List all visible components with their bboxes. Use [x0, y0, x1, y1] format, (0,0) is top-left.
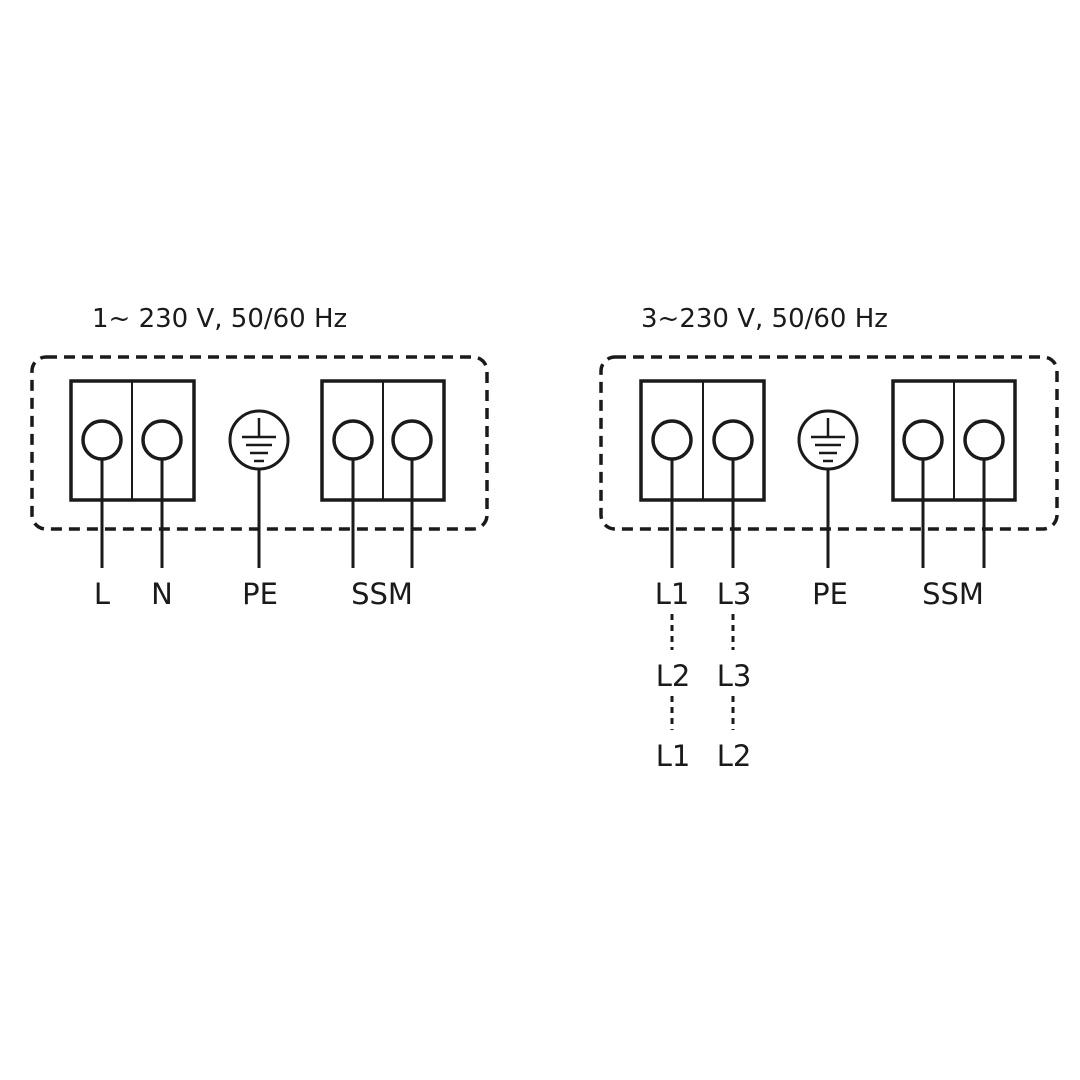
terminal-block-power	[639, 379, 766, 502]
terminal-label-L1: L1	[655, 577, 690, 611]
screw-terminal-icon	[712, 419, 754, 461]
terminal-label-N: N	[151, 577, 173, 611]
screw-terminal-icon	[332, 419, 374, 461]
ground-terminal	[797, 409, 859, 471]
terminal-label-L3: L3	[717, 577, 752, 611]
screw-terminal-icon	[141, 419, 183, 461]
panel-single-phase: 1~ 230 V, 50/60 Hz	[30, 304, 489, 611]
panel-title-three-phase: 3~230 V, 50/60 Hz	[641, 304, 888, 334]
screw-terminal-icon	[902, 419, 944, 461]
alternate-label: L3	[717, 659, 752, 693]
wire-leads	[670, 459, 986, 568]
terminal-block-ssm	[891, 379, 1017, 502]
alternate-label: L2	[717, 739, 752, 773]
screw-terminal-icon	[963, 419, 1005, 461]
wire-leads	[100, 459, 414, 568]
terminal-block-power	[69, 379, 196, 502]
alternate-label: L1	[656, 739, 691, 773]
ground-terminal	[228, 409, 290, 471]
phase-alternates: L2 L3 L1 L2	[656, 614, 752, 773]
terminal-block-ssm	[320, 379, 446, 502]
terminal-label-PE: PE	[242, 577, 278, 611]
screw-terminal-icon	[81, 419, 123, 461]
screw-terminal-icon	[651, 419, 693, 461]
alternate-label: L2	[656, 659, 691, 693]
panel-three-phase: 3~230 V, 50/60 Hz	[599, 304, 1059, 773]
screw-terminal-icon	[391, 419, 433, 461]
terminal-label-PE: PE	[812, 577, 848, 611]
terminal-label-L: L	[94, 577, 110, 611]
panel-title-single-phase: 1~ 230 V, 50/60 Hz	[92, 304, 347, 334]
terminal-label-SSM: SSM	[351, 577, 413, 611]
terminal-label-SSM: SSM	[922, 577, 984, 611]
